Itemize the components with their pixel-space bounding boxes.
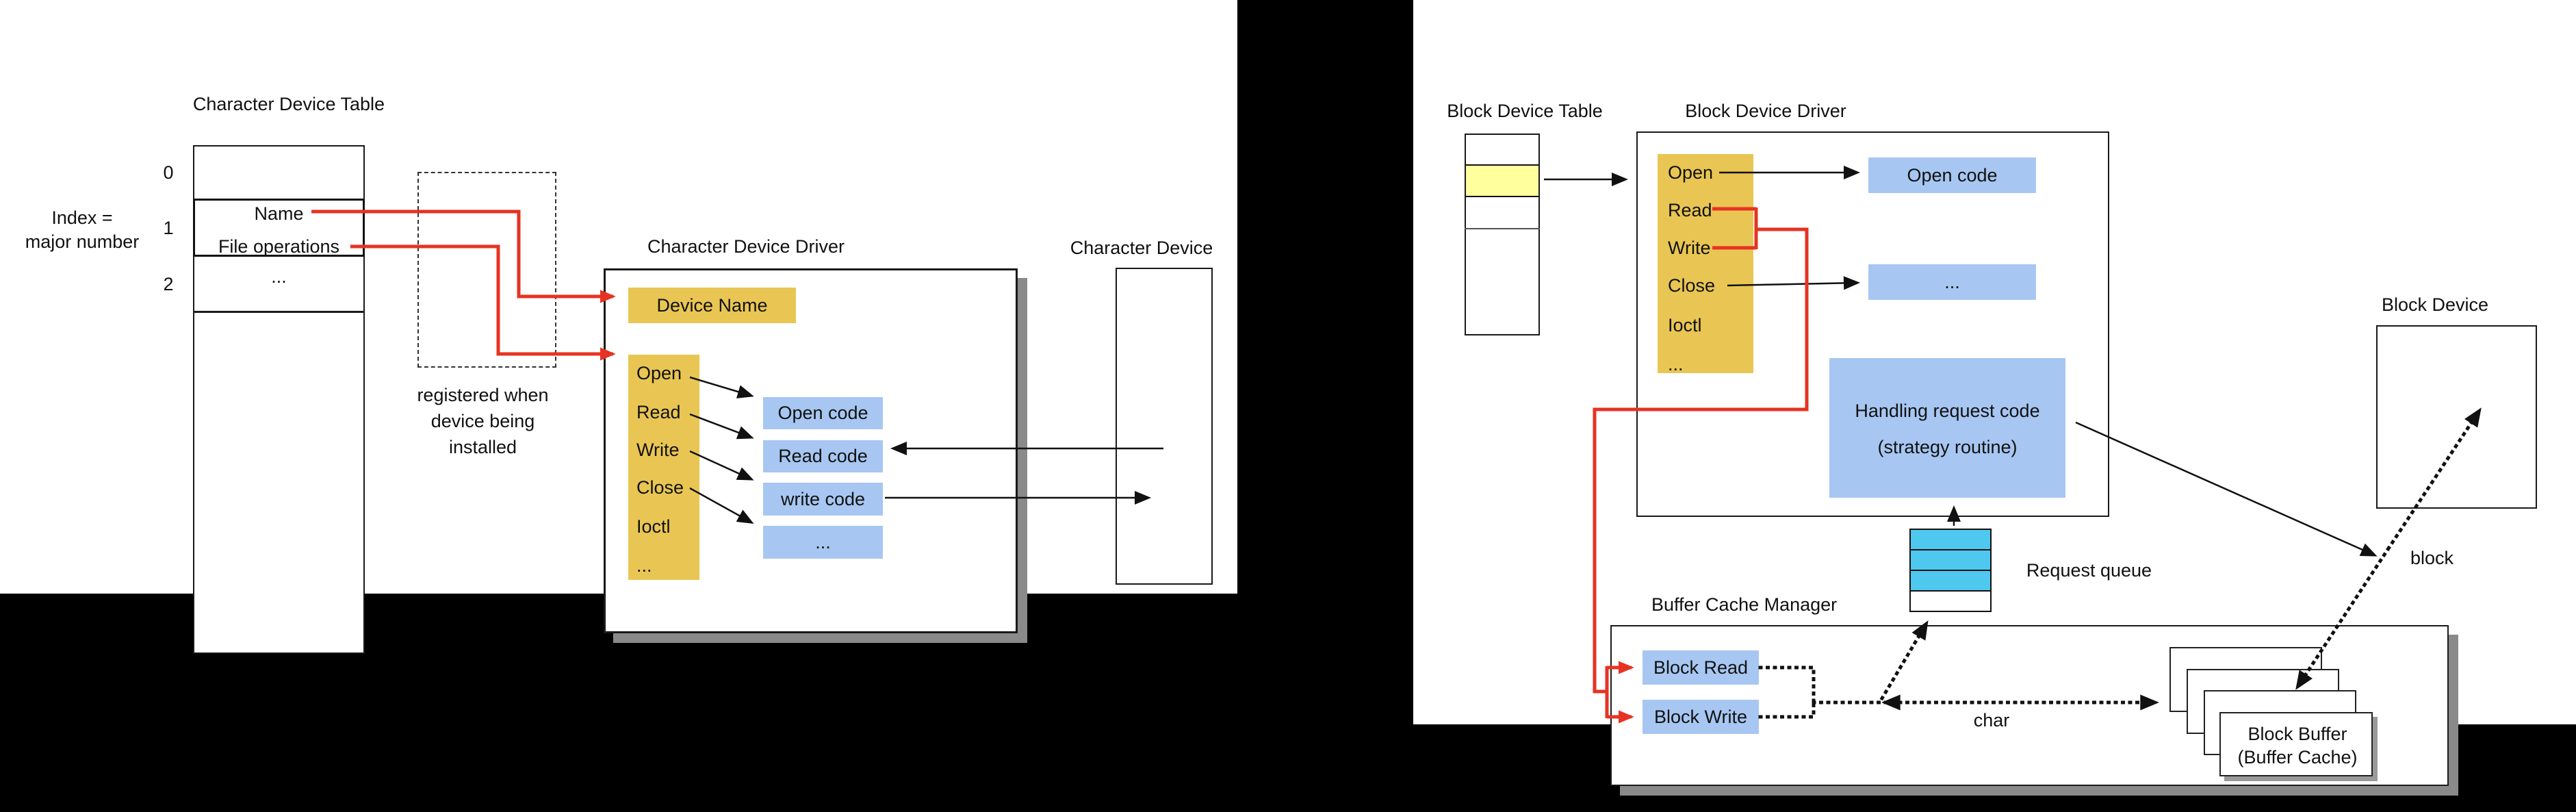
block-device-table-title: Block Device Table bbox=[1447, 101, 1603, 121]
index-label-line2: major number bbox=[25, 231, 140, 252]
block-op-open: Open bbox=[1668, 162, 1714, 183]
op-close: Close bbox=[636, 477, 684, 498]
index-label-line1: Index = bbox=[51, 207, 113, 228]
handling-line-1: Handling request code bbox=[1855, 401, 2040, 421]
device-name-box: Device Name bbox=[628, 288, 796, 323]
block-buffer-line-2: (Buffer Cache) bbox=[2237, 747, 2358, 767]
row-index-2: 2 bbox=[163, 274, 174, 294]
block-dots-code-box: ... bbox=[1868, 264, 2036, 300]
block-op-read: Read bbox=[1668, 200, 1712, 220]
block-open-code-box: Open code bbox=[1868, 157, 2036, 193]
request-queue-cell-empty bbox=[1909, 590, 1992, 612]
block-op-dots: ... bbox=[1668, 354, 1684, 375]
block-op-write: Write bbox=[1668, 238, 1711, 258]
op-open: Open bbox=[636, 363, 682, 383]
handling-request-code-box: Handling request code (strategy routine) bbox=[1829, 358, 2065, 498]
block-device-driver-title: Block Device Driver bbox=[1685, 101, 1846, 121]
character-device-driver-title: Character Device Driver bbox=[647, 236, 845, 257]
highlighted-table-row bbox=[1466, 164, 1538, 197]
note-line-2: device being bbox=[430, 411, 535, 431]
handling-line-2: (strategy routine) bbox=[1877, 437, 2018, 457]
table-fileops-field: File operations bbox=[218, 236, 340, 257]
block-op-close: Close bbox=[1668, 275, 1716, 296]
request-queue-cell bbox=[1909, 570, 1992, 592]
character-device-title: Character Device bbox=[1070, 238, 1213, 258]
table-divider bbox=[1465, 228, 1540, 229]
block-label: block bbox=[2410, 548, 2454, 568]
request-queue-cell bbox=[1909, 549, 1992, 571]
open-code-box: Open code bbox=[763, 397, 883, 429]
note-line-1: registered when bbox=[417, 385, 549, 405]
block-read-box: Block Read bbox=[1643, 650, 1759, 685]
block-device-title: Block Device bbox=[2381, 294, 2489, 315]
registration-note: registered when device being installed bbox=[396, 382, 570, 460]
op-write: Write bbox=[636, 440, 680, 460]
request-queue-cell bbox=[1909, 529, 1992, 550]
block-buffer-front-box: Block Buffer (Buffer Cache) bbox=[2219, 712, 2373, 776]
character-device-table-title: Character Device Table bbox=[192, 94, 385, 114]
buffer-cache-manager-label: Buffer Cache Manager bbox=[1651, 594, 1838, 615]
request-queue-label: Request queue bbox=[2026, 560, 2152, 581]
note-line-3: installed bbox=[448, 437, 517, 457]
block-op-ioctl: Ioctl bbox=[1668, 315, 1702, 335]
block-device-box bbox=[2376, 325, 2537, 509]
table-divider bbox=[193, 311, 365, 313]
block-write-box: Block Write bbox=[1643, 700, 1759, 734]
op-ioctl: Ioctl bbox=[636, 516, 671, 537]
row-index-0: 0 bbox=[163, 162, 174, 183]
request-queue bbox=[1909, 529, 1992, 616]
dots-code-box: ... bbox=[763, 526, 883, 559]
row-index-1: 1 bbox=[163, 218, 174, 238]
file-operations-box bbox=[628, 355, 699, 580]
write-code-box: write code bbox=[763, 483, 883, 516]
char-label: char bbox=[1973, 710, 2010, 731]
table-name-field: Name bbox=[254, 203, 304, 224]
registration-dashed-box bbox=[417, 172, 556, 368]
op-dots: ... bbox=[636, 555, 652, 576]
read-code-box: Read code bbox=[763, 440, 883, 472]
table-dots-row: ... bbox=[271, 266, 287, 287]
block-buffer-line-1: Block Buffer bbox=[2247, 724, 2347, 744]
character-device-box bbox=[1116, 268, 1213, 585]
op-read: Read bbox=[636, 402, 681, 422]
block-file-operations-box bbox=[1658, 154, 1753, 373]
